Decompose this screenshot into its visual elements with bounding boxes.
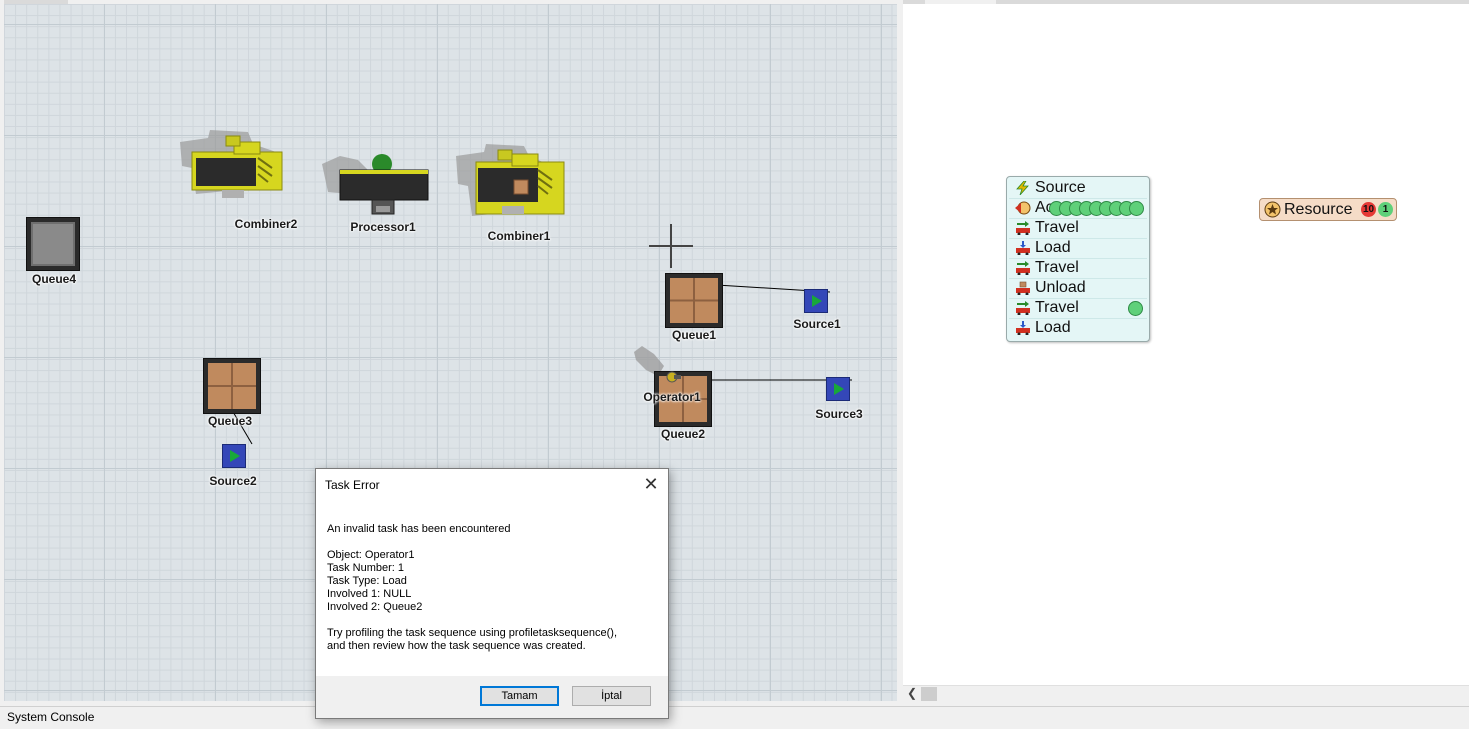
- travel-icon: [1016, 221, 1030, 235]
- token-dot[interactable]: [1128, 301, 1143, 316]
- dialog-task-number: Task Number: 1: [327, 562, 405, 574]
- processor1-object[interactable]: [320, 150, 432, 220]
- queue1-object[interactable]: [665, 273, 723, 328]
- horizontal-scrollbar[interactable]: ❮: [903, 685, 1469, 702]
- scroll-thumb[interactable]: [921, 687, 937, 701]
- source2-label: Source2: [209, 474, 257, 488]
- task-sequence-block[interactable]: Source Ac Travel Load: [1006, 176, 1150, 342]
- acquire-icon: [1015, 201, 1031, 215]
- queue2-object[interactable]: [654, 371, 712, 427]
- combiner1-object[interactable]: [454, 140, 568, 226]
- dialog-task-type: Task Type: Load: [327, 575, 407, 587]
- dialog-message-main: An invalid task has been encountered: [327, 523, 511, 535]
- panel-tab-strip-right[interactable]: [996, 0, 1469, 4]
- queue3-object[interactable]: [203, 358, 261, 414]
- close-icon[interactable]: ✕: [643, 474, 659, 494]
- dialog-hint-line2: and then review how the task sequence wa…: [327, 640, 586, 652]
- queue1-label: Queue1: [671, 328, 717, 342]
- queue4-label: Queue4: [31, 272, 77, 286]
- combiner2-object[interactable]: [178, 128, 288, 202]
- ts-row-source[interactable]: Source: [1009, 178, 1147, 199]
- source3-label: Source3: [815, 407, 863, 421]
- combiner1-label: Combiner1: [487, 229, 551, 243]
- ts-row-travel[interactable]: Travel: [1009, 298, 1147, 319]
- resource-green-badge: 1: [1378, 202, 1393, 217]
- cancel-button[interactable]: İptal: [572, 686, 651, 706]
- ts-row-travel[interactable]: Travel: [1009, 218, 1147, 239]
- queue4-object[interactable]: [26, 217, 80, 271]
- status-bar: System Console: [0, 706, 1469, 729]
- source2-object[interactable]: [222, 444, 246, 468]
- operator1-shadow: [630, 344, 674, 380]
- load-icon: [1016, 241, 1030, 255]
- lightning-icon: [1016, 181, 1029, 195]
- resource-star-icon: [1264, 201, 1281, 218]
- dialog-title: Task Error: [325, 478, 380, 492]
- system-console-tab[interactable]: System Console: [7, 710, 95, 724]
- ts-row-travel[interactable]: Travel: [1009, 258, 1147, 279]
- unload-icon: [1016, 281, 1030, 295]
- dialog-object: Object: Operator1: [327, 549, 415, 561]
- operator1-object[interactable]: [664, 370, 682, 384]
- source3-object[interactable]: [826, 377, 850, 401]
- ts-row-unload[interactable]: Unload: [1009, 278, 1147, 299]
- resource-label: Resource: [1284, 201, 1353, 218]
- token-dot[interactable]: [1129, 201, 1144, 216]
- processor1-label: Processor1: [350, 220, 416, 234]
- source1-label: Source1: [793, 317, 841, 331]
- crosshair-v: [670, 224, 672, 268]
- load-icon: [1016, 321, 1030, 335]
- view-tab-strip[interactable]: [4, 0, 68, 4]
- ts-row-acquire[interactable]: Ac: [1009, 198, 1147, 219]
- dialog-footer: Tamam İptal: [316, 676, 668, 718]
- model-3d-view[interactable]: Combiner2 Processor1 Combiner1 Queue4: [4, 4, 897, 701]
- combiner2-label: Combiner2: [234, 217, 298, 231]
- travel-icon: [1016, 261, 1030, 275]
- dialog-hint-line1: Try profiling the task sequence using pr…: [327, 627, 618, 639]
- queue2-label: Queue2: [660, 427, 706, 441]
- scroll-left-icon[interactable]: ❮: [907, 686, 918, 700]
- panel-tab-strip-left[interactable]: [903, 0, 925, 4]
- operator1-label: Operator1: [643, 390, 701, 404]
- queue3-label: Queue3: [207, 414, 253, 428]
- ts-row-load[interactable]: Load: [1009, 318, 1147, 338]
- dialog-involved2: Involved 2: Queue2: [327, 601, 423, 613]
- resource-node[interactable]: Resource 10 1: [1259, 198, 1397, 221]
- resource-red-badge: 10: [1361, 202, 1376, 217]
- task-error-dialog[interactable]: Task Error ✕ An invalid task has been en…: [315, 468, 669, 719]
- ok-button[interactable]: Tamam: [480, 686, 559, 706]
- ts-row-load[interactable]: Load: [1009, 238, 1147, 259]
- dialog-involved1: Involved 1: NULL: [327, 588, 412, 600]
- travel-icon: [1016, 301, 1030, 315]
- source1-object[interactable]: [804, 289, 828, 313]
- process-flow-view[interactable]: [903, 4, 1469, 685]
